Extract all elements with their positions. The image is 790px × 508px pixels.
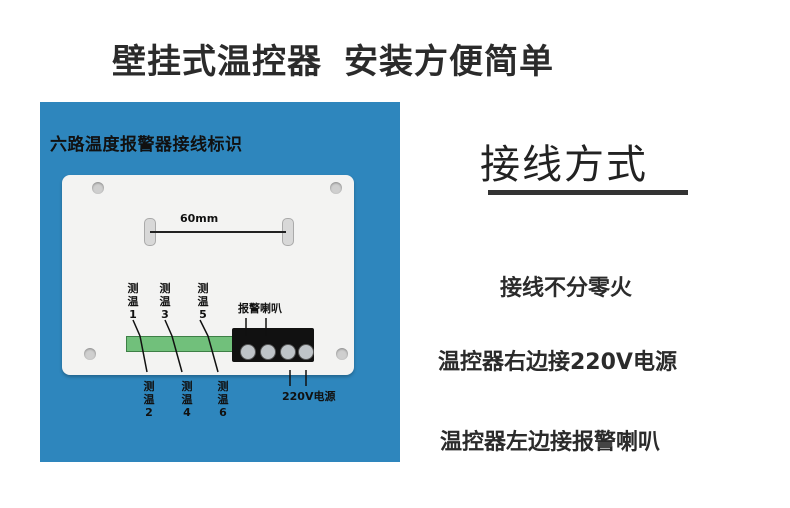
label-char: 温 <box>181 393 193 406</box>
sensor-label-3: 测 温 3 <box>158 282 172 321</box>
dimension-line <box>150 231 286 233</box>
feature-line-3: 温控器左边接报警喇叭 <box>440 430 661 455</box>
label-char: 测 <box>127 282 139 295</box>
mount-hole <box>336 348 348 360</box>
headline: 壁挂式温控器安装方便简单 <box>112 34 554 83</box>
label-num: 5 <box>199 308 207 321</box>
headline-part1: 壁挂式温控器 <box>112 42 322 82</box>
screw-icon <box>280 344 296 360</box>
feature-line-1: 接线不分零火 <box>500 276 633 301</box>
sensor-label-6: 测 温 6 <box>216 380 230 419</box>
wiring-method-title: 接线方式 <box>480 142 648 188</box>
alarm-label: 报警喇叭 <box>238 302 282 315</box>
label-char: 温 <box>143 393 155 406</box>
mount-hole <box>330 182 342 194</box>
label-num: 2 <box>145 406 153 419</box>
title-underline <box>488 190 688 195</box>
label-num: 3 <box>161 308 169 321</box>
label-num: 6 <box>219 406 227 419</box>
mount-hole <box>84 348 96 360</box>
mount-hole <box>92 182 104 194</box>
sensor-label-1: 测 温 1 <box>126 282 140 321</box>
label-char: 测 <box>159 282 171 295</box>
feature-line-2: 温控器右边接220V电源 <box>438 350 677 375</box>
screw-icon <box>240 344 256 360</box>
label-num: 1 <box>129 308 137 321</box>
screw-icon <box>298 344 314 360</box>
label-char: 测 <box>181 380 193 393</box>
label-char: 温 <box>159 295 171 308</box>
photo-title: 六路温度报警器接线标识 <box>50 135 243 155</box>
sensor-label-4: 测 温 4 <box>180 380 194 419</box>
dimension-label: 60mm <box>180 212 219 225</box>
label-char: 测 <box>197 282 209 295</box>
power-label: 220V电源 <box>282 390 336 403</box>
label-char: 温 <box>197 295 209 308</box>
label-char: 温 <box>217 393 229 406</box>
headline-part2: 安装方便简单 <box>344 42 554 82</box>
label-num: 4 <box>183 406 191 419</box>
sensor-label-2: 测 温 2 <box>142 380 156 419</box>
label-char: 温 <box>127 295 139 308</box>
screw-icon <box>260 344 276 360</box>
sensor-label-5: 测 温 5 <box>196 282 210 321</box>
label-char: 测 <box>217 380 229 393</box>
label-char: 测 <box>143 380 155 393</box>
